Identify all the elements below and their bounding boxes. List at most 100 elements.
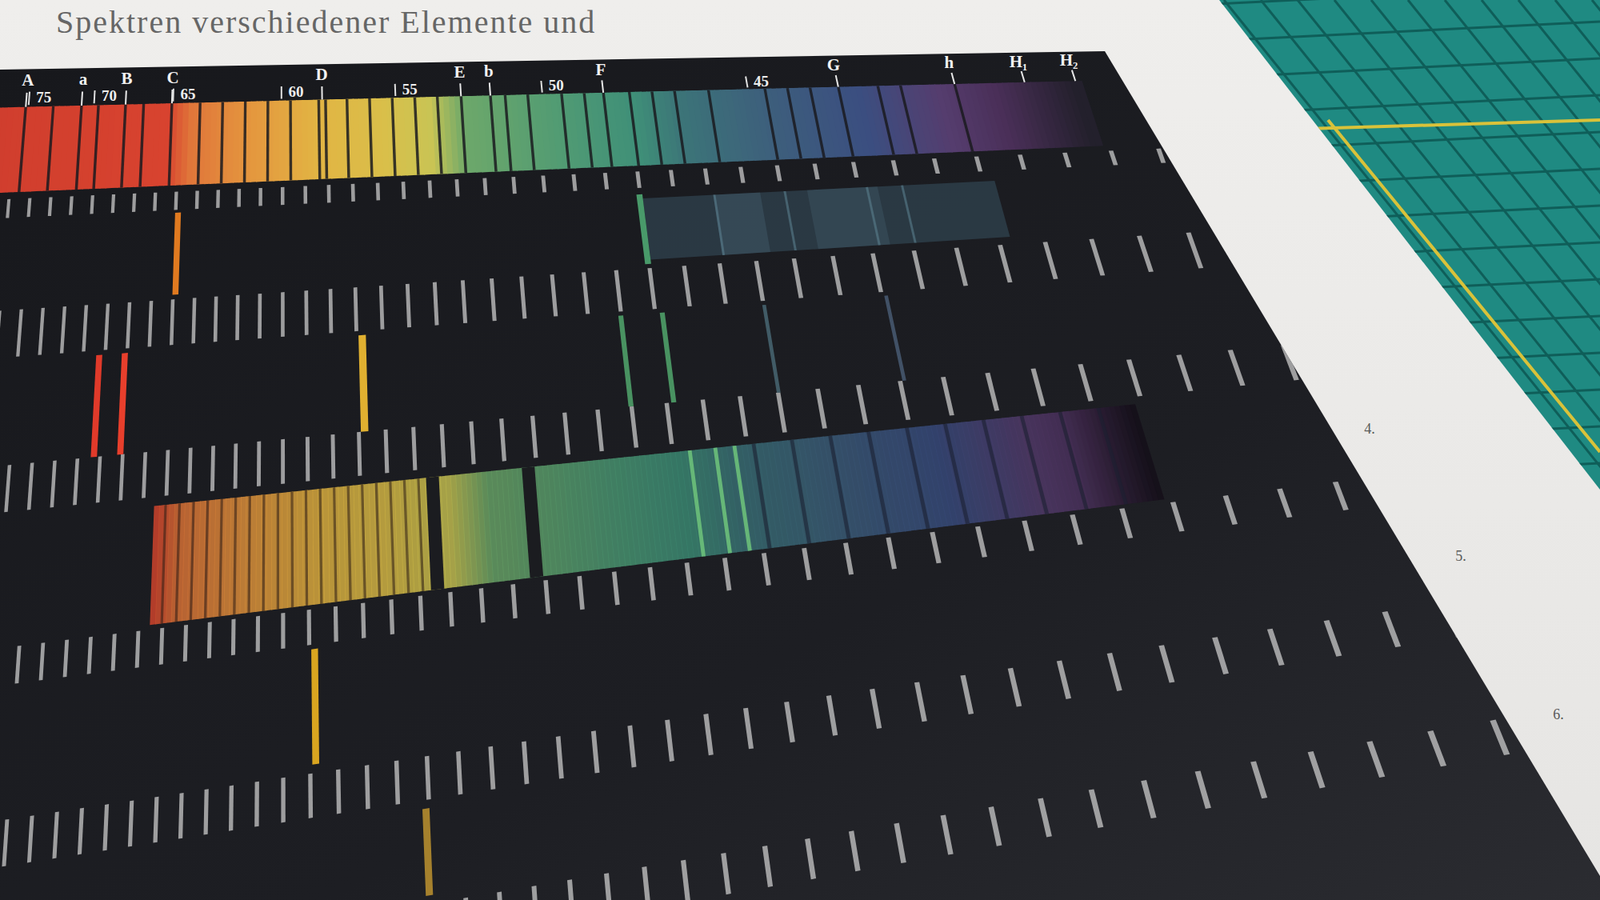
scale-tick: [50, 460, 57, 508]
fraunhofer-line: [763, 88, 780, 160]
fraunhofer-line: [504, 95, 513, 172]
scale-tick: [52, 812, 59, 860]
scale-tick: [428, 180, 433, 199]
scale-tick: [195, 190, 200, 209]
scale-tick: [333, 606, 339, 643]
row-number: 4.: [1364, 421, 1376, 436]
band-edge: [904, 428, 931, 530]
scale-tick: [303, 185, 308, 204]
scale-tick: [135, 630, 141, 668]
band-spectrum-slice: [287, 492, 294, 608]
band-spectrum-slice: [1129, 404, 1165, 500]
scale-tick: [1043, 241, 1059, 280]
scale-tick: [1510, 459, 1529, 487]
scale-tick: [577, 576, 585, 611]
scale-tick: [1140, 780, 1156, 819]
scale-tick: [463, 897, 471, 900]
scale-number-tick: [745, 76, 748, 88]
scale-number: 45: [753, 73, 769, 89]
scale-tick: [384, 429, 390, 474]
scale-tick: [738, 167, 746, 184]
scale-tick: [280, 777, 285, 824]
scale-tick: [612, 571, 620, 605]
scale-tick: [720, 852, 732, 895]
scale-tick: [1256, 144, 1267, 159]
scale-tick: [912, 250, 926, 289]
scale-tick: [111, 633, 117, 672]
mat-grid-line: [1518, 0, 1600, 496]
scale-tick: [1570, 317, 1593, 351]
band-edge: [319, 488, 324, 604]
scale-tick: [125, 302, 132, 349]
scale-tick: [1158, 644, 1175, 683]
scale-tick: [87, 636, 93, 675]
scale-tick: [1186, 232, 1204, 269]
scale-tick: [1228, 349, 1246, 386]
scale-tick: [456, 751, 463, 796]
scale-tick: [885, 537, 897, 570]
letter-tick: [489, 82, 491, 96]
fraunhofer-line: [120, 104, 128, 188]
scale-tick: [27, 815, 35, 863]
scale-tick: [940, 376, 955, 416]
fraunhofer-letter: H₂: [1060, 52, 1079, 69]
band-edge: [290, 492, 294, 608]
scale-tick: [1077, 364, 1093, 402]
faint-line: [762, 304, 781, 393]
scale-tick: [703, 168, 710, 185]
scale-number: 60: [288, 84, 304, 100]
scale-tick: [388, 599, 395, 635]
scale-tick: [148, 300, 154, 348]
scale-tick: [851, 161, 859, 178]
band-edge: [1096, 408, 1128, 505]
scale-tick: [1008, 668, 1023, 708]
letter-tick: [601, 80, 604, 92]
scale-number: 65: [180, 86, 196, 102]
scale-tick: [68, 196, 74, 216]
faint-line: [783, 191, 797, 251]
scale-tick: [1107, 652, 1123, 692]
scale-tick: [754, 260, 766, 301]
scale-tick: [743, 708, 754, 750]
fraunhofer-line: [243, 101, 248, 183]
row-number: 5.: [1455, 548, 1467, 564]
mat-grid-line: [1200, 279, 1600, 300]
letter-tick: [1021, 71, 1025, 83]
band-edge: [403, 480, 411, 594]
scale-tick: [15, 645, 22, 684]
mat-grid-line: [1481, 0, 1600, 496]
band-edge: [416, 478, 424, 592]
scale-tick: [567, 879, 576, 900]
green-emission-line: [618, 315, 634, 407]
scale-tick: [496, 891, 504, 900]
scale-tick: [468, 421, 476, 465]
scale-tick: [216, 189, 220, 208]
scale-tick: [984, 372, 1000, 412]
scale-tick: [869, 688, 882, 729]
scale-tick: [0, 310, 2, 359]
scale-tick: [647, 268, 657, 310]
red-emission-line: [90, 355, 103, 458]
scale-tick: [940, 815, 954, 856]
green-band-line: [713, 448, 732, 554]
fraunhofer-line: [168, 103, 174, 186]
scale-tick: [1126, 359, 1143, 396]
band-edge: [262, 494, 266, 612]
scale-tick: [336, 769, 341, 815]
fraunhofer-line: [413, 97, 420, 176]
scale-tick: [104, 303, 110, 350]
scale-tick: [233, 443, 239, 489]
scale-tick: [60, 306, 67, 354]
letter-tick: [25, 92, 27, 108]
scale-tick: [826, 695, 838, 736]
scale-tick: [562, 412, 571, 456]
band-spectrum-slice: [228, 497, 236, 616]
mat-grid-line: [1555, 0, 1600, 496]
scale-tick: [722, 557, 732, 591]
fraunhofer-letter: a: [79, 71, 88, 88]
fraunhofer-line: [560, 93, 571, 169]
scale-tick: [635, 171, 642, 188]
scale-tick: [5, 199, 11, 219]
scale-tick: [210, 445, 216, 492]
